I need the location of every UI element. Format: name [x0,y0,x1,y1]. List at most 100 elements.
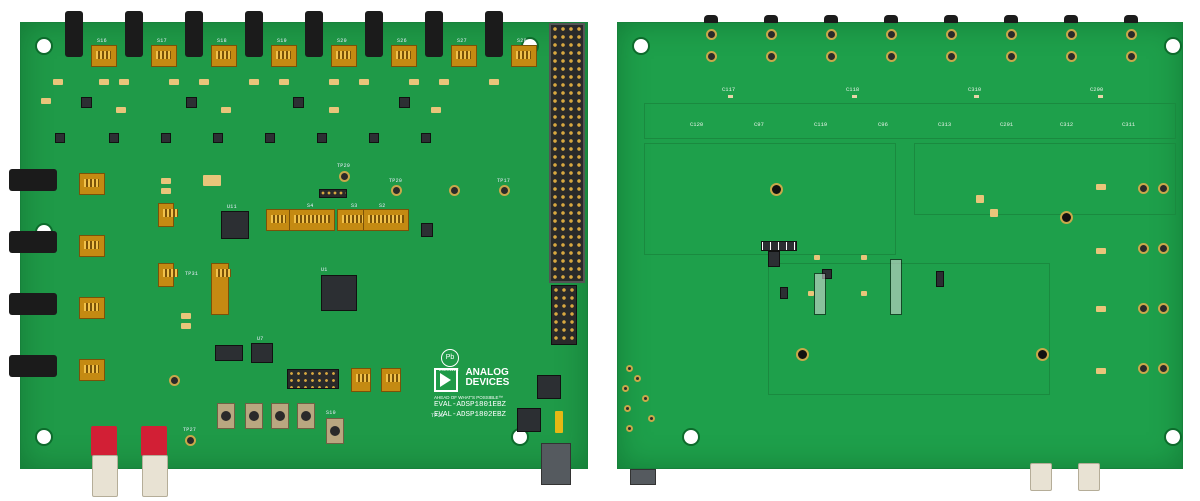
trace-region [768,263,1050,395]
audio-jack [9,355,57,377]
through-hole-pin [1126,29,1137,40]
through-hole-pin [1138,243,1149,254]
audio-jack-rear [944,15,958,23]
audio-jack [365,11,383,57]
capacitor [990,209,998,217]
capacitor [489,79,499,85]
push-button [245,403,263,429]
silk-label: C310 [968,86,982,93]
capacitor [861,291,867,296]
mounting-hole [1164,428,1182,446]
ic-chip [81,97,92,108]
dip-switch [91,45,117,67]
through-hole-pin [946,51,957,62]
silk-label: S18 [217,38,227,44]
rca-connector [91,426,117,456]
silk-label: C290 [1090,86,1104,93]
dip-switch [381,368,401,392]
capacitor [808,291,814,296]
dip-switch [211,263,231,315]
silk-label: U1 [321,267,328,273]
capacitor [53,79,63,85]
mounting-hole [682,428,700,446]
silk-label: C291 [1000,121,1014,128]
silk-label: C120 [690,121,704,128]
through-hole-pin [1138,363,1149,374]
via [626,425,633,432]
through-hole-pin [1006,51,1017,62]
rca-connector [141,426,167,456]
audio-jack [9,231,57,253]
dip-switch [511,45,537,67]
dip-switch [211,45,237,67]
dc-power-jack [541,443,571,485]
mounting-hole [35,428,53,446]
jumper [780,287,788,299]
capacitor [116,107,126,113]
through-hole-pin [1006,29,1017,40]
silk-label: C96 [878,121,888,128]
through-hole [1036,348,1049,361]
audio-jack [9,169,57,191]
capacitor [861,255,867,260]
capacitor [199,79,209,85]
audio-jack [305,11,323,57]
via [624,405,631,412]
ic-chip [213,133,223,143]
through-hole [770,183,783,196]
audio-jack-rear [1124,15,1138,23]
test-point [339,171,350,182]
capacitor [249,79,259,85]
capacitor [181,313,191,319]
via [642,395,649,402]
ic-chip [369,133,379,143]
silk-label: S2 [379,203,386,209]
via [626,365,633,372]
part-number-2: EVAL-ADSP1802EBZ [434,411,507,419]
silk-label: S20 [337,38,347,44]
regulator-chip [517,408,541,432]
audio-jack-rear [824,15,838,23]
push-button [271,403,289,429]
audio-jack-rear [704,15,718,23]
capacitor [1096,184,1106,190]
capacitor [1096,368,1106,374]
rca-connector-rear [1078,463,1100,491]
via [622,385,629,392]
test-point [499,185,510,196]
capacitor [279,79,289,85]
via [648,415,655,422]
capacitor [439,79,449,85]
audio-jack-rear [1064,15,1078,23]
mounting-hole [35,37,53,55]
via [634,375,641,382]
push-button [297,403,315,429]
brand-name: ANALOG DEVICES [465,368,509,388]
through-hole-pin [766,51,777,62]
through-hole-pin [706,51,717,62]
pcb-back-side: C117 C118 C310 C290 C120 C97 C119 C96 C3… [617,15,1183,491]
silk-label: S16 [97,38,107,44]
capacitor [1096,248,1106,254]
jumper-header [319,189,347,198]
dip-switch-s2 [363,209,409,231]
ic-chip [293,97,304,108]
silk-label: C312 [1060,121,1074,128]
capacitor [359,79,369,85]
silk-label: S3 [351,203,358,209]
through-hole-pin [706,29,717,40]
silk-label: S26 [397,38,407,44]
through-hole-pin [826,29,837,40]
test-point [449,185,460,196]
silk-label: S19 [277,38,287,44]
rca-connector-rear [1030,463,1052,491]
push-button [217,403,235,429]
regulator-chip [537,375,561,399]
pcb-front-side: Pb 20201122 ANALOG DEVICES AHEAD OF WHAT… [9,11,588,497]
audio-jack [125,11,143,57]
capacitor [852,95,857,98]
capacitor [976,195,984,203]
dip-switch [151,45,177,67]
silk-label: TP17 [497,178,511,184]
silk-label: TP30 [431,413,445,419]
